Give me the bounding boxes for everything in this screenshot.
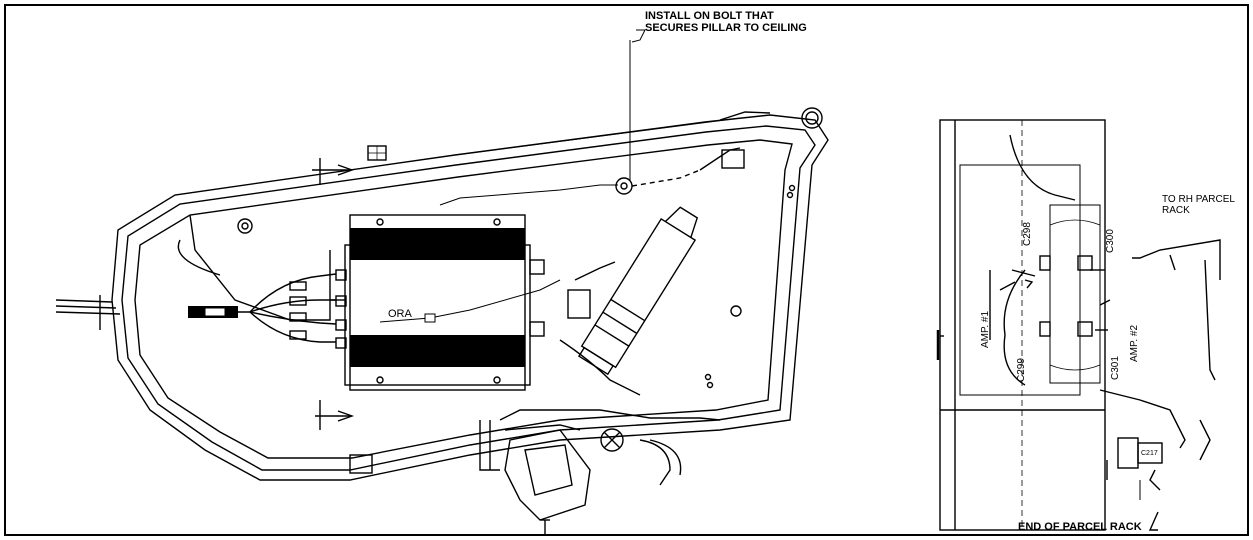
lower-mechanism <box>349 409 721 535</box>
install-note-line1: INSTALL ON BOLT THAT <box>645 10 774 22</box>
upper-bracket <box>721 149 745 169</box>
diagram-frame <box>4 4 1249 536</box>
to-rh-parcel-line2: RACK <box>1162 205 1190 216</box>
ora-label: ORA <box>388 308 412 320</box>
c301-label: C301 <box>1110 356 1121 380</box>
center-plug <box>567 289 591 319</box>
section-marker <box>312 145 387 185</box>
c217-label: C217 <box>1141 450 1158 457</box>
c298-label: C298 <box>1022 222 1033 246</box>
left-stub <box>55 295 121 330</box>
to-rh-parcel-line1: TO RH PARCEL <box>1162 194 1235 205</box>
c300-label: C300 <box>1105 229 1116 253</box>
ora-fuse <box>424 313 436 323</box>
amp1-label: AMP. #1 <box>980 310 991 348</box>
subwoofer-cylinder <box>577 206 699 376</box>
amp2-label: AMP. #2 <box>1129 324 1140 362</box>
trim-panel-outline <box>111 114 829 481</box>
top-right-boss <box>801 107 823 129</box>
amp-band-bottom <box>350 335 525 367</box>
end-of-parcel-rack-label: END OF PARCEL RACK <box>1018 521 1142 533</box>
install-note-line2: SECURES PILLAR TO CEILING <box>645 22 807 34</box>
c299-label: C299 <box>1016 358 1027 382</box>
bolt-ring-terminal <box>615 177 633 195</box>
parcel-rack-view <box>936 119 1221 531</box>
amp-band-top <box>350 228 525 260</box>
